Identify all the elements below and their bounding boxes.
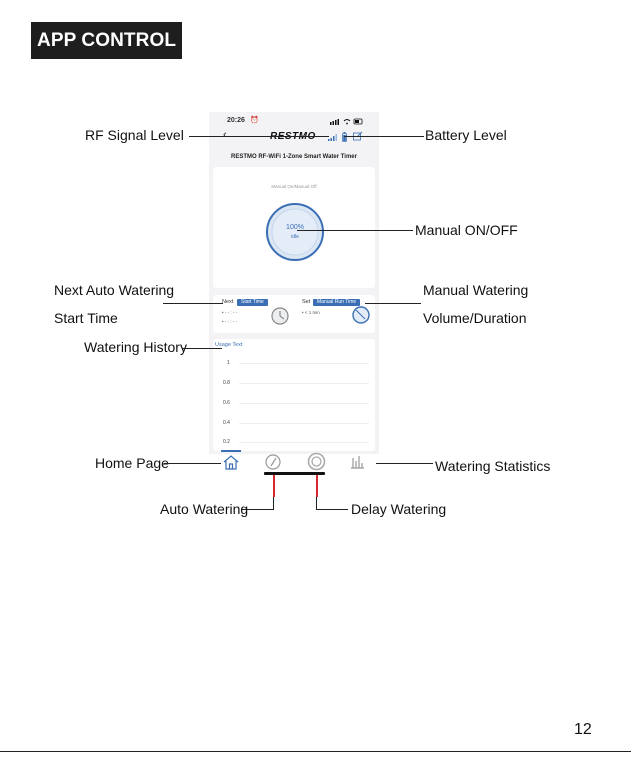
manual-run-time-pill: Manual Run Time <box>313 299 361 306</box>
set-value: < 1 min <box>304 310 320 315</box>
callout-manual-onoff: Manual ON/OFF <box>415 222 518 238</box>
timer-icon[interactable] <box>352 306 370 324</box>
manual-card: Manual On/Manual Off 100% idle <box>213 167 375 288</box>
y-tick: 0.2 <box>223 439 230 445</box>
usage-card: Usage Text 1 0.8 0.6 0.4 0.2 <box>213 339 375 451</box>
callout-auto: Auto Watering <box>160 501 249 517</box>
usage-title: Usage Text <box>215 342 243 348</box>
statistics-tab-icon[interactable] <box>350 455 365 469</box>
section-heading: APP CONTROL <box>31 22 182 59</box>
alarm-icon: ⏰ <box>250 117 259 124</box>
device-title: RESTMO RF-WiFi 1-Zone Smart Water Timer <box>231 154 357 160</box>
schedule-card: Next Start Time • - - : - - • - - : - - … <box>213 295 375 333</box>
manual-label: Manual On/Manual Off <box>271 184 317 189</box>
next-value-2: - - : - - <box>224 319 238 324</box>
y-tick: 0.6 <box>223 400 230 406</box>
status-time: 20:26 <box>227 117 245 124</box>
clock-icon[interactable] <box>271 307 289 325</box>
footer-rule <box>0 751 631 752</box>
back-arrow-icon[interactable]: ‹ <box>223 129 227 141</box>
callout-history: Watering History <box>84 339 187 355</box>
callout-next-auto-2: Start Time <box>54 310 118 326</box>
callout-statistics: Watering Statistics <box>435 458 551 474</box>
next-value-1: - - : - - <box>224 310 238 315</box>
callout-home: Home Page <box>95 455 169 471</box>
dial-percent: 100% <box>286 224 304 231</box>
home-indicator-bar <box>264 472 325 475</box>
home-tab-indicator <box>221 450 241 452</box>
callout-delay: Delay Watering <box>351 501 447 517</box>
phone-screenshot: 20:26 ⏰ ‹ RESTMO RESTMO RF-WiFi 1-Zone S… <box>209 112 379 454</box>
callout-battery: Battery Level <box>425 127 507 143</box>
status-icons <box>330 118 363 125</box>
callout-rf-signal: RF Signal Level <box>85 127 184 143</box>
callout-manual-watering-2: Volume/Duration <box>423 310 527 326</box>
page-number: 12 <box>574 721 592 738</box>
dial-state: idle <box>291 234 299 240</box>
y-tick: 0.8 <box>223 380 230 386</box>
y-tick: 0.4 <box>223 420 230 426</box>
y-tick: 1 <box>227 360 230 366</box>
home-tab-icon[interactable] <box>222 454 240 470</box>
manual-dial[interactable] <box>265 202 325 262</box>
next-label: Next <box>222 299 234 305</box>
rf-signal-icon <box>328 134 337 141</box>
auto-watering-tab-icon[interactable] <box>264 453 282 471</box>
start-time-pill: Start Time <box>237 299 268 306</box>
battery-icon <box>342 132 347 142</box>
delay-watering-tab-icon[interactable] <box>307 452 326 471</box>
set-label: Set <box>302 299 311 305</box>
callout-manual-watering-1: Manual Watering <box>423 282 529 298</box>
callout-next-auto-1: Next Auto Watering <box>54 282 175 298</box>
